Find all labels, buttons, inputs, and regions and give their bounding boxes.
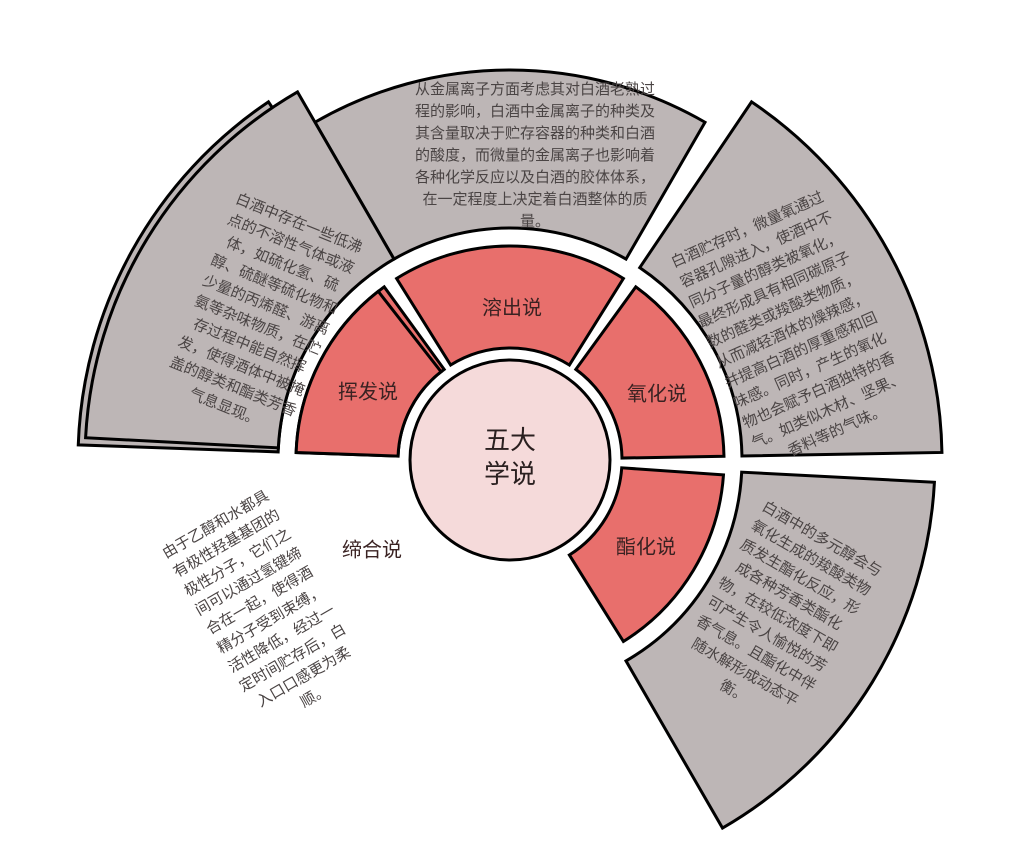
description-line: 从金属离子方面考虑其对白酒老熟过	[414, 80, 656, 98]
label-esterification: 酯化说	[616, 534, 676, 559]
center-title-line1: 五大	[483, 426, 537, 456]
description-line: 在一定程度上决定着白酒整体的质	[422, 190, 648, 208]
description-line: 程的影响，白酒中金属离子的种类及	[414, 102, 656, 120]
center-title-line2: 学说	[483, 460, 537, 490]
outer-segment-oxidation	[637, 99, 944, 458]
center-title: 五大 学说	[484, 424, 536, 492]
label-volatilization: 挥发说	[338, 379, 398, 404]
label-association: 缔合说	[342, 537, 402, 562]
label-oxidation: 氧化说	[627, 381, 687, 406]
description-line: 的酸度，而微量的金属离子也影响着	[414, 146, 656, 164]
dissolution-description: 从金属离子方面考虑其对白酒老熟过程的影响，白酒中金属离子的种类及其含量取决于贮存…	[415, 78, 655, 232]
middle-segment-esterification	[567, 466, 726, 644]
middle-segment-association	[294, 289, 444, 458]
center-circle	[408, 358, 612, 562]
middle-segment-oxidation	[573, 284, 726, 460]
description-line: 量。	[519, 212, 551, 230]
outer-segment-esterification	[623, 470, 936, 831]
description-line: 其含量取决于贮存容器的种类和白酒	[414, 124, 656, 142]
middle-segment-dissolution	[394, 244, 626, 368]
outer-segment-dissolution	[312, 68, 708, 262]
outer-segment-association	[84, 89, 397, 450]
label-dissolution: 溶出说	[482, 295, 542, 320]
description-line: 各种化学反应以及白酒的胶体体系，	[414, 168, 656, 186]
